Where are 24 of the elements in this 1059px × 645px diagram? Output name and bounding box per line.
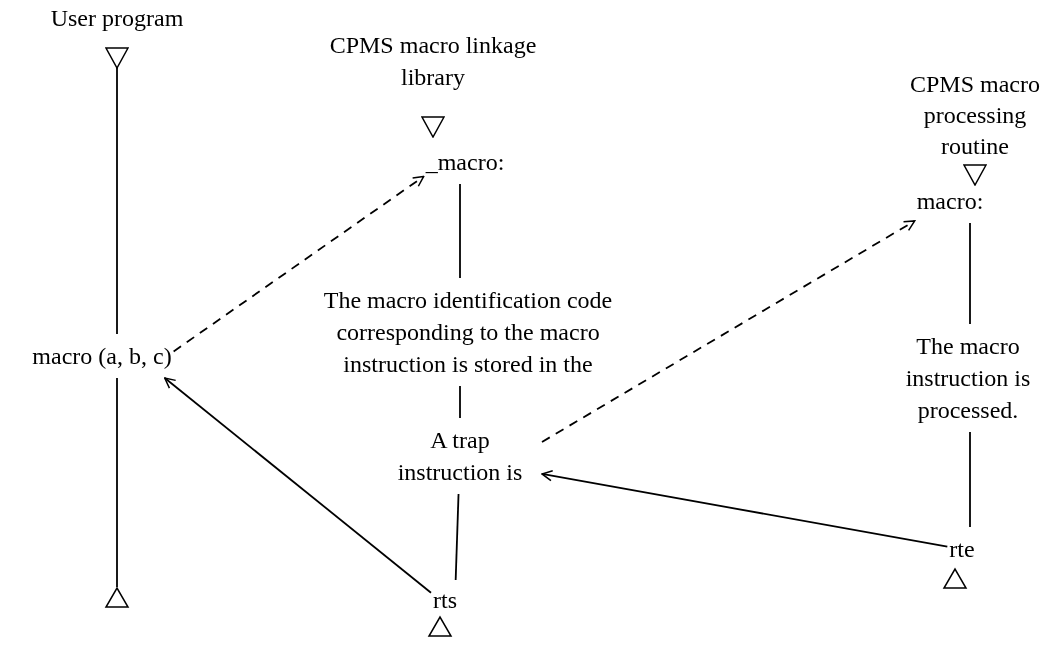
node-label: rte [949, 535, 975, 564]
node-label: A trap instruction is [396, 426, 524, 487]
arrow [163, 377, 432, 594]
node-label: The macro identification code corresponding to the macro instruction is stored in the [322, 286, 614, 379]
node-label: CPMS macro processing routine [909, 70, 1041, 161]
connector-line [454, 493, 460, 581]
node-label: macro (a, b, c) [32, 342, 172, 371]
arrow [541, 470, 949, 548]
arrow [172, 175, 425, 353]
arrow [421, 116, 445, 138]
arrow [963, 164, 987, 186]
connector-line [969, 431, 971, 528]
arrow [105, 47, 129, 335]
connector-line [459, 385, 461, 419]
arrow [541, 220, 916, 443]
connector-line [969, 222, 971, 325]
connector-line [459, 183, 461, 279]
node-label: The macro instruction is processed. [904, 332, 1032, 425]
connector-line [116, 377, 118, 588]
node-label: CPMS macro linkage library [328, 31, 538, 92]
node-label: macro: [916, 187, 984, 216]
node-label: _macro: [425, 148, 505, 177]
node-label: User program [50, 4, 184, 33]
node-label: rts [433, 586, 457, 615]
